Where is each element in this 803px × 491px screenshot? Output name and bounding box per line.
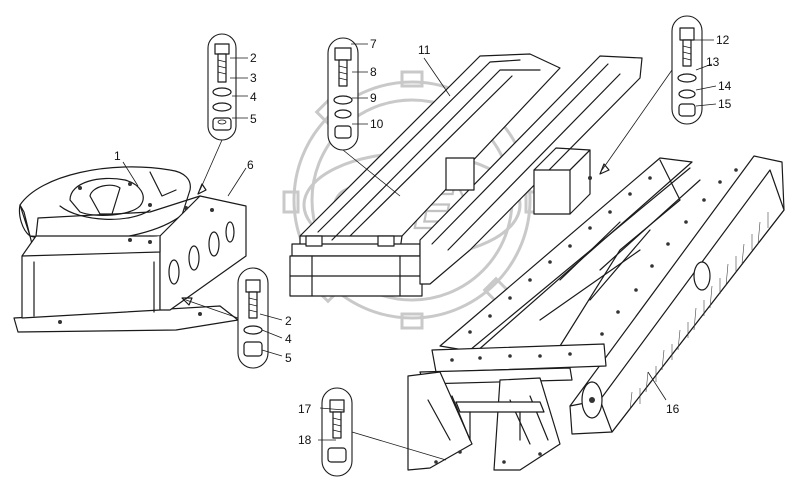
part-frame [407,155,785,471]
callout-7: 7 [370,37,377,51]
hardware-group-a [207,33,237,141]
callout-9: 9 [370,91,377,105]
leader-lines [122,39,717,461]
callout-2-lower: 2 [285,314,292,328]
callout-14: 14 [718,79,732,93]
hardware-group-d [237,267,269,369]
callout-3: 3 [250,71,257,85]
callout-17: 17 [298,402,312,416]
callout-1: 1 [114,149,121,163]
hardware-group-c [671,15,703,125]
callout-4-lower: 4 [285,332,292,346]
callout-12: 12 [716,33,730,47]
hardware-group-e [321,387,353,477]
callout-4-upper: 4 [250,90,257,104]
callout-5-lower: 5 [285,351,292,365]
callout-2-upper: 2 [250,51,257,65]
part-slide-rails [289,53,643,297]
callout-18: 18 [298,433,312,447]
callout-8: 8 [370,65,377,79]
part-mounting-bracket [13,195,247,333]
callout-labels: 1 2 3 4 5 6 7 8 9 10 11 12 13 14 15 2 4 … [114,33,732,447]
callout-6: 6 [247,158,254,172]
callout-13: 13 [706,55,720,69]
frame-rivet-holes [434,168,738,464]
callout-5-upper: 5 [250,112,257,126]
callout-10: 10 [370,117,384,131]
callout-15: 15 [718,97,732,111]
hardware-group-b [327,37,359,151]
callout-16: 16 [666,402,680,416]
callout-11: 11 [418,43,431,57]
